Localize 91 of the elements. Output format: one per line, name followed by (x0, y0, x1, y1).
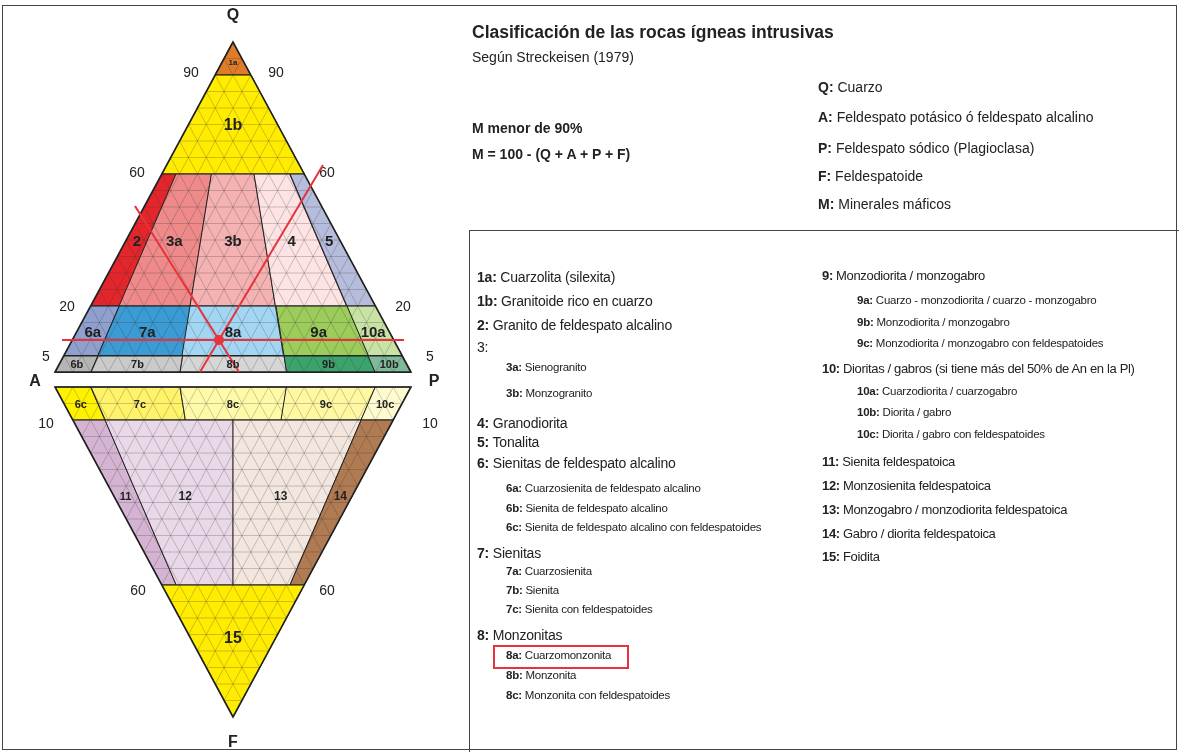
tick-label: 60 (130, 581, 146, 599)
rock-name: 8b: Monzonita (506, 669, 577, 683)
region-number: 9c (319, 398, 333, 409)
region-number: 7b (131, 358, 144, 370)
rock-name: 3: (477, 339, 489, 356)
rock-name: 11: Sienita feldespatoica (822, 455, 955, 470)
rock-name: 6: Sienitas de feldespato alcalino (477, 455, 676, 472)
formula-text: M menor de 90% (472, 120, 583, 137)
rock-name: 7c: Sienita con feldespatoides (506, 603, 653, 617)
region-number: 7c (133, 398, 147, 409)
region-number: 9b (322, 358, 335, 370)
tick-label: 5 (42, 347, 50, 365)
rock-name: 3b: Monzogranito (506, 387, 593, 401)
rock-name: 10: Dioritas / gabros (si tiene más del 50% de An en la Pl) (822, 362, 1135, 377)
tick-label: 10 (422, 414, 438, 432)
classification-field (233, 420, 362, 585)
classification-field (104, 420, 233, 585)
tick-label: 20 (395, 297, 411, 315)
rock-name: 9: Monzodiorita / monzogabro (822, 269, 985, 284)
rock-name: 6a: Cuarzosienita de feldespato alcalino (506, 482, 701, 496)
region-number: 1b (223, 116, 243, 133)
legend-text: A: Feldespato potásico ó feldespato alcalino (818, 109, 1094, 126)
region-number: 13 (274, 489, 288, 502)
region-number: 10c (376, 398, 395, 409)
classification-field (190, 174, 276, 306)
region-number: 11 (119, 490, 132, 502)
legend-text: F: Feldespatoide (818, 168, 924, 185)
region-number: 3a (165, 232, 183, 248)
rock-name: 2: Granito de feldespato alcalino (477, 317, 672, 334)
tick-label: 60 (319, 581, 335, 599)
region-number: 10b (379, 358, 399, 370)
region-number: 7a (139, 323, 156, 339)
rock-name: 15: Foidita (822, 550, 880, 565)
tick-label: 90 (268, 63, 284, 81)
rock-name: 14: Gabro / diorita feldespatoica (822, 527, 996, 542)
rock-name: 1b: Granitoide rico en cuarzo (477, 293, 653, 310)
tick-label: 20 (59, 297, 75, 315)
region-number: 1a (228, 59, 238, 68)
rock-name: 13: Monzogabro / monzodiorita feldespatoica (822, 503, 1068, 518)
rock-name: 9b: Monzodiorita / monzogabro (857, 316, 1010, 330)
region-number: 12 (178, 489, 192, 502)
rock-name: 10b: Diorita / gabro (857, 406, 952, 420)
region-number: 8a (224, 323, 242, 339)
tick-label: 5 (426, 347, 434, 365)
rock-name: 5: Tonalita (477, 434, 540, 451)
region-number: 4 (287, 232, 296, 248)
region-number: 14 (333, 489, 347, 502)
rock-name: 3a: Sienogranito (506, 361, 587, 375)
tick-label: 10 (38, 414, 54, 432)
region-number: 10a (360, 323, 386, 339)
classification-field (289, 420, 394, 585)
rock-name: 9a: Cuarzo - monzodiorita / cuarzo - monzogabro (857, 294, 1097, 308)
region-number: 2 (132, 232, 142, 248)
vertex-label: P (428, 371, 440, 391)
region-number: 9a (310, 323, 327, 339)
classification-field (161, 585, 305, 717)
legend-text: Según Streckeisen (1979) (472, 49, 634, 66)
legend-text: P: Feldespato sódico (Plagioclasa) (818, 140, 1035, 157)
legend-text: M: Minerales máficos (818, 196, 952, 213)
region-number: 15 (224, 629, 242, 646)
region-number: 6a (84, 323, 102, 339)
rock-name: 6b: Sienita de feldespato alcalino (506, 502, 668, 516)
region-number: 6b (70, 358, 84, 370)
vertex-label: Q (226, 5, 240, 25)
rock-name: 4: Granodiorita (477, 415, 568, 432)
tick-label: 60 (129, 163, 145, 181)
tick-label: 60 (319, 163, 335, 181)
rock-name: 8: Monzonitas (477, 627, 563, 644)
region-number: 8c (226, 398, 240, 409)
tick-label: 90 (183, 63, 199, 81)
legend-text: Q: Cuarzo (818, 79, 883, 96)
rock-name: 7a: Cuarzosienita (506, 565, 592, 579)
rock-name: 10c: Diorita / gabro con feldespatoides (857, 428, 1045, 442)
rock-name: 10a: Cuarzodiorita / cuarzogabro (857, 385, 1018, 399)
rock-name: 7: Sienitas (477, 545, 541, 562)
region-number: 6c (74, 398, 87, 409)
vertex-label: A (29, 371, 41, 391)
region-number: 3b (224, 232, 242, 248)
vertex-label: F (228, 732, 238, 752)
classification-field (161, 75, 305, 174)
rock-name: 8c: Monzonita con feldespatoides (506, 689, 670, 703)
rock-name: 1a: Cuarzolita (silexita) (477, 269, 616, 286)
rock-name: 7b: Sienita (506, 584, 559, 598)
rock-name: 12: Monzosienita feldespatoica (822, 479, 991, 494)
rock-name: 6c: Sienita de feldespato alcalino con feldespatoides (506, 521, 762, 535)
classification-field (361, 387, 411, 420)
rock-name: 8a: Cuarzomonzonita (506, 649, 612, 663)
rock-name: 9c: Monzodiorita / monzogabro con feldespatoides (857, 337, 1104, 351)
region-number: 5 (324, 232, 334, 248)
formula-text: M = 100 - (Q + A + P + F) (472, 146, 631, 163)
title: Clasificación de las rocas ígneas intrusivas (472, 22, 834, 43)
